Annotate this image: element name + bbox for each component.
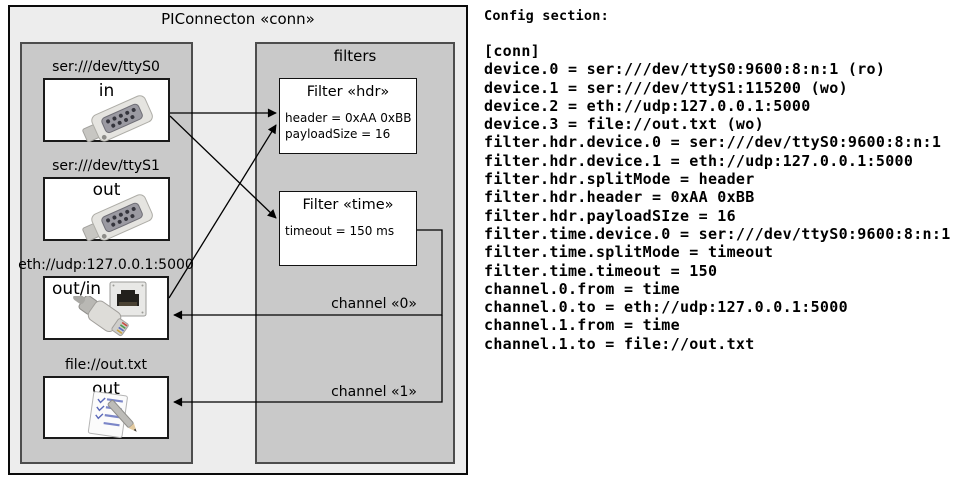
config-line: filter.hdr.device.1 = eth://udp:127.0.0.… xyxy=(484,151,914,170)
config-line: [conn] xyxy=(484,42,540,60)
config-line: channel.1.from = time xyxy=(484,316,680,335)
config-section: Config section: [conn] device.0 = ser://… xyxy=(484,8,962,353)
filter-title: Filter «hdr» xyxy=(306,84,390,100)
config-heading: Config section: xyxy=(484,8,609,24)
config-line: filter.hdr.splitMode = header xyxy=(484,170,755,189)
filter-box-time: Filter «time» timeout = 150 ms xyxy=(279,191,417,266)
config-line: device.3 = file://out.txt (wo) xyxy=(484,115,764,134)
config-line: channel.0.from = time xyxy=(484,279,680,298)
config-line: filter.hdr.device.0 = ser:///dev/ttyS0:9… xyxy=(484,133,942,152)
device-box-ttys1: out xyxy=(43,177,170,241)
notepad-icon xyxy=(87,391,137,438)
ethernet-plug-icon xyxy=(73,296,129,337)
filter-param: timeout = 150 ms xyxy=(285,224,395,238)
config-line: channel.1.to = file://out.txt xyxy=(484,334,755,353)
config-line: device.1 = ser:///dev/ttyS1:115200 (wo) xyxy=(484,78,848,97)
device-direction: out/in xyxy=(52,279,102,299)
serial-connector-icon xyxy=(82,194,153,241)
filter-param: payloadSize = 16 xyxy=(285,127,391,141)
device-box-eth: out/in xyxy=(43,276,169,340)
device-box-file: out xyxy=(43,376,169,439)
config-line: device.0 = ser:///dev/ttyS0:9600:8:n:1 (… xyxy=(484,60,886,79)
serial-connector-icon xyxy=(82,95,153,142)
channel-1-label: channel «1» xyxy=(331,384,417,400)
device-label-ttys1: ser:///dev/ttyS1 xyxy=(52,158,160,174)
config-lines: [conn] device.0 = ser:///dev/ttyS0:9600:… xyxy=(484,42,962,353)
filters-panel-title: filters xyxy=(333,47,377,65)
config-line: filter.time.timeout = 150 xyxy=(484,261,718,280)
config-line: device.2 = eth://udp:127.0.0.1:5000 xyxy=(484,96,811,115)
device-label-eth: eth://udp:127.0.0.1:5000 xyxy=(18,257,194,273)
config-line: filter.hdr.header = 0xAA 0xBB xyxy=(484,188,755,207)
device-label-ttys0: ser:///dev/ttyS0 xyxy=(52,59,160,75)
diagram-title: PIConnecton «conn» xyxy=(161,10,315,28)
device-direction: in xyxy=(98,81,115,101)
device-label-file: file://out.txt xyxy=(64,357,148,373)
config-line: filter.time.splitMode = timeout xyxy=(484,243,774,262)
device-direction: out xyxy=(92,180,121,200)
config-line: filter.time.device.0 = ser:///dev/ttyS0:… xyxy=(484,224,951,243)
filter-param: header = 0xAA 0xBB xyxy=(285,111,412,125)
config-line: channel.0.to = eth://udp:127.0.0.1:5000 xyxy=(484,298,848,317)
filter-title: Filter «time» xyxy=(302,197,394,213)
channel-0-label: channel «0» xyxy=(331,296,417,312)
ethernet-connector-icon xyxy=(109,281,147,317)
device-box-ttys0: in xyxy=(43,78,170,142)
filter-box-hdr: Filter «hdr» header = 0xAA 0xBB payloadS… xyxy=(279,78,417,154)
config-line: filter.hdr.payloadSIze = 16 xyxy=(484,206,736,225)
